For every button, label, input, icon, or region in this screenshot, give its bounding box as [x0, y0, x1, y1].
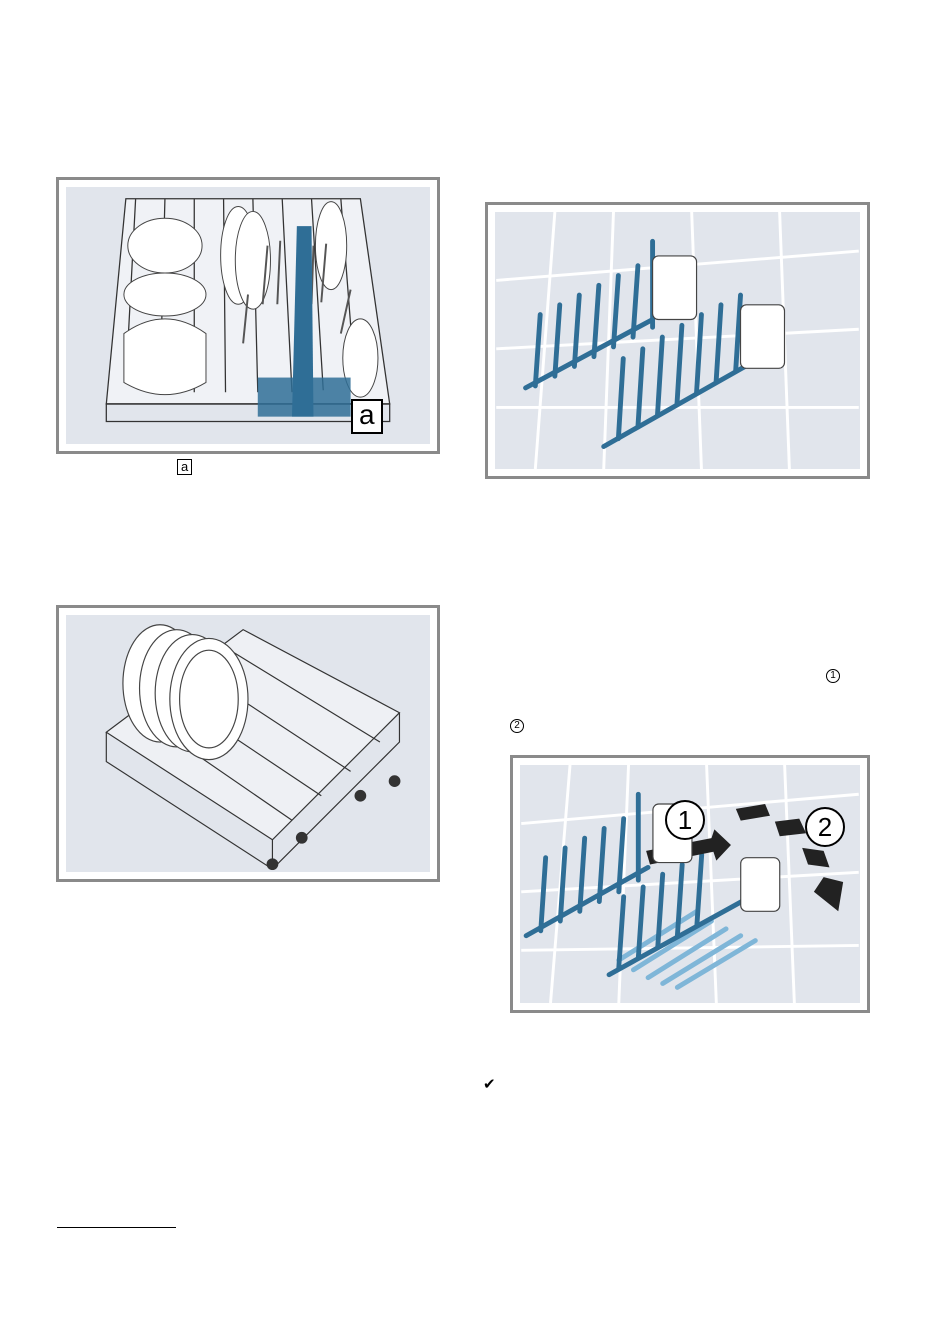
figure-lower-rack-plates — [56, 605, 440, 882]
figure-rack-fold: 1 2 — [510, 755, 870, 1013]
callout-step-2: 2 — [805, 807, 845, 847]
step-marker-2: 2 — [510, 719, 524, 733]
legend-marker-a: a — [177, 459, 192, 475]
step-marker-1: 1 — [826, 669, 840, 683]
figure-basket-loaded: a — [56, 177, 440, 454]
figure-rack-tines-up — [485, 202, 870, 479]
check-icon: ✔ — [483, 1077, 496, 1092]
callout-step-1: 1 — [665, 800, 705, 840]
figure-rack-tines-up-illustration — [495, 212, 860, 469]
figure-lower-rack-illustration — [66, 615, 430, 872]
figure-basket-loaded-illustration: a — [66, 187, 430, 444]
footnote-rule — [57, 1227, 176, 1228]
rack-tines-up-illustration — [495, 212, 860, 469]
lower-rack-illustration — [66, 615, 430, 872]
figure-rack-fold-illustration: 1 2 — [520, 765, 860, 1003]
callout-a: a — [351, 399, 383, 434]
